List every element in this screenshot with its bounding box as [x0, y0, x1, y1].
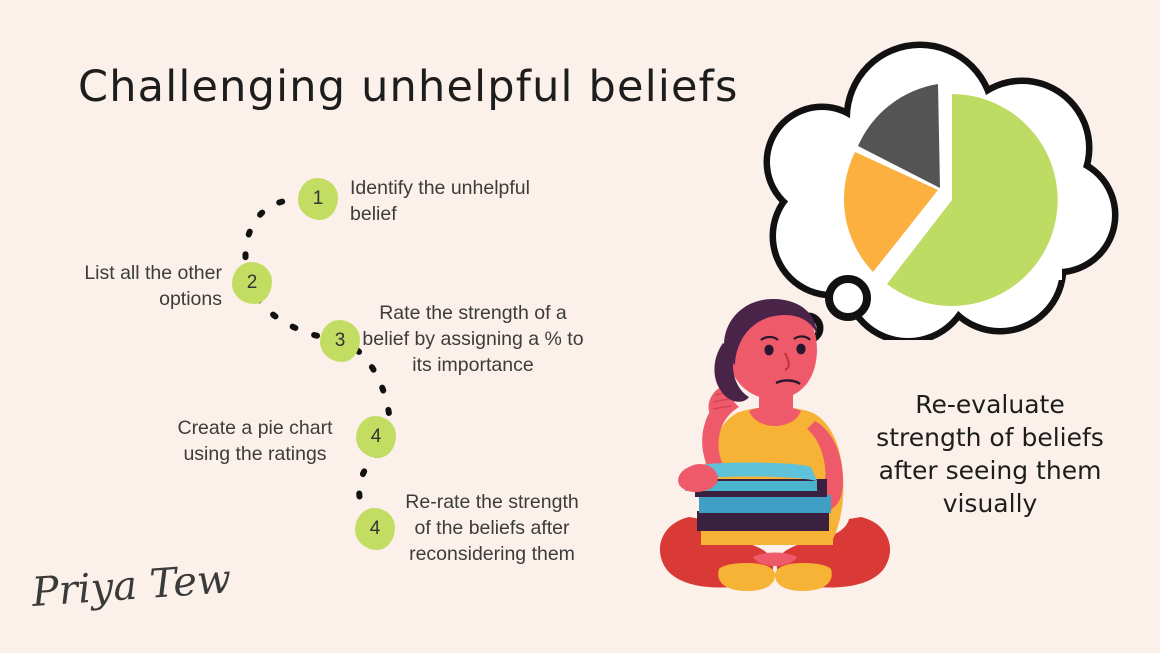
book-stack: [685, 462, 833, 545]
pie-slice-orange: [843, 152, 938, 272]
step-number: 2: [246, 272, 258, 293]
head: [714, 299, 817, 402]
step-marker-3: 3: [320, 320, 360, 362]
step-text-1: Identify the unhelpful belief: [350, 177, 530, 225]
right-caption: Re-evaluate strength of beliefs after se…: [845, 388, 1135, 520]
caption-line-4: visually: [942, 489, 1038, 518]
step-marker-2: 2: [232, 262, 272, 304]
step-text-3: Rate the strength of a belief by assigni…: [362, 302, 584, 376]
neck: [759, 391, 793, 424]
page-title: Challenging unhelpful beliefs: [78, 62, 739, 112]
pie-slice-green: [887, 94, 1058, 306]
pie-slice-gray: [858, 84, 940, 188]
steps-flow: 1 Identify the unhelpful belief 2 List a…: [84, 177, 584, 565]
thought-bubble: [763, 41, 1119, 340]
step-number: 1: [312, 188, 324, 209]
caption-line-2: strength of beliefs: [876, 423, 1104, 452]
step-marker-5: 4: [355, 508, 395, 550]
pie-chart: [843, 84, 1058, 306]
step-number: 4: [369, 518, 381, 539]
step-number: 3: [334, 330, 346, 351]
step-number: 4: [370, 426, 382, 447]
caption-line-1: Re-evaluate: [915, 390, 1065, 419]
legs: [659, 517, 891, 591]
step-text-5: Re-rate the strength of the beliefs afte…: [405, 491, 579, 565]
seated-woman-illustration: [659, 299, 891, 591]
bubble-dot-large: [825, 275, 871, 321]
caption-line-3: after seeing them: [878, 456, 1102, 485]
step-marker-4: 4: [356, 416, 396, 458]
step-text-2: List all the other options: [84, 262, 222, 310]
hand-left: [678, 463, 718, 493]
step-marker-1: 1: [298, 178, 338, 220]
step-text-4: Create a pie chart using the ratings: [177, 417, 333, 465]
